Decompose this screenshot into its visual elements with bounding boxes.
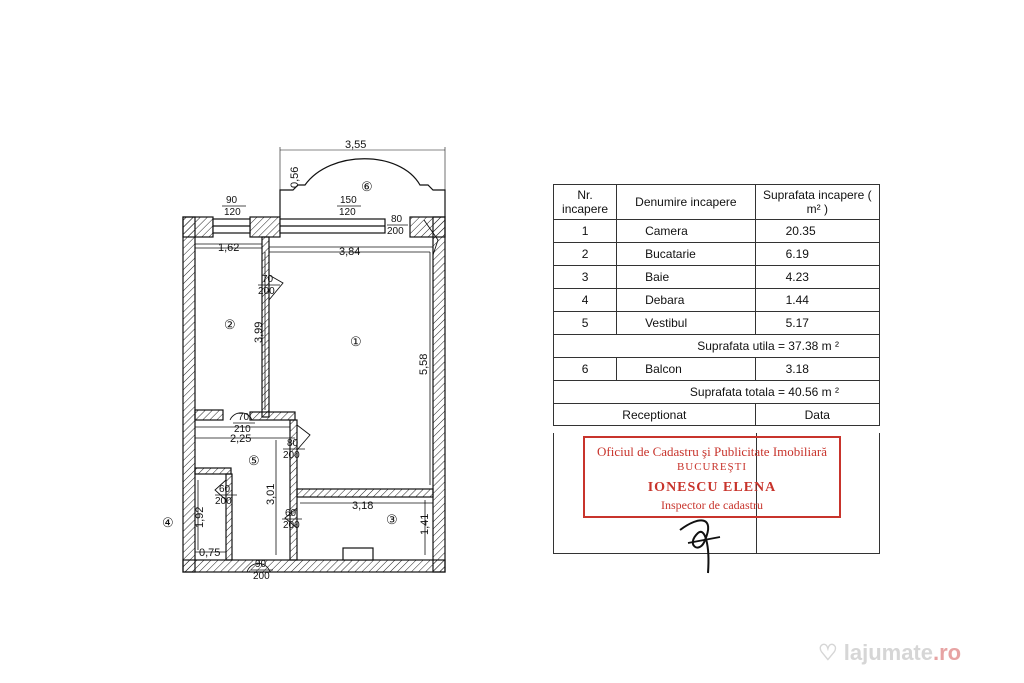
heart-icon: ♡ [818,640,838,665]
useful-area-row: Suprafata utila = 37.38 m ² [553,334,880,358]
balcony-window-h: 120 [339,207,356,218]
row-nr: 1 [552,219,618,243]
row-name: Bucatarie [616,242,756,266]
table-row: 5 Vestibul 5.17 [552,311,881,335]
header-name: Denumire incapere [616,184,756,220]
door-room-w: 70 [238,412,250,423]
room-number-6: ⑥ [361,179,373,194]
door-hall-w: 80 [287,438,299,449]
total-area: Suprafata totala = 40.56 m ² [553,380,880,404]
site-watermark: ♡ lajumate.ro [818,640,961,666]
dim-bath-height: 1,41 [419,514,431,535]
door-bath-w: 60 [285,508,297,519]
room-number-1: ① [350,334,362,349]
cell-divider [756,433,757,553]
header-area: Suprafata incapere ( m² ) [754,184,881,220]
dim-hall-height: 3,01 [265,484,277,505]
dimension-lines [195,247,433,555]
stamp-line-1: Oficiul de Cadastru şi Publicitate Imobi… [597,444,827,459]
table-row: 6 Balcon 3.18 [552,357,881,381]
room-number-2: ② [224,317,236,332]
stamp-line-3: IONESCU ELENA [647,480,777,495]
dim-room1-height: 5,58 [418,354,430,375]
door-storage-w: 60 [219,484,231,495]
door-room-h: 210 [234,424,251,435]
official-stamp: Oficiul de Cadastru şi Publicitate Imobi… [583,436,841,518]
stamp-line-4: Inspector de cadastru [661,498,763,512]
table-row: 3 Baie 4.23 [552,265,881,289]
room-number-5: ⑤ [248,453,260,468]
row-name: Camera [616,219,756,243]
opening-labels: 90 120 150 120 80 200 70 200 70 210 80 2… [215,195,408,582]
table-row: 4 Debara 1.44 [552,288,881,312]
door-kitchen-h: 200 [258,286,275,297]
door-entry-h: 200 [253,571,270,582]
room-number-3: ③ [386,512,398,527]
useful-area: Suprafata utila = 37.38 m ² [553,334,880,358]
dim-storage-width: 0,75 [199,547,220,559]
table-header: Nr. incapere Denumire incapere Suprafata… [552,184,881,220]
door-swings [214,219,439,573]
door-hall-h: 200 [283,450,300,461]
row-area: 3.18 [754,357,881,381]
balcony-window-w: 150 [340,195,357,206]
balcony-door-h: 200 [387,226,404,237]
balcony-door-w: 80 [391,214,403,225]
room-number-4: ④ [162,515,174,530]
table-row: 2 Bucatarie 6.19 [552,242,881,266]
balcony [279,147,446,217]
row-nr: 3 [552,265,618,289]
table-row: 1 Camera 20.35 [552,219,881,243]
watermark-suffix: .ro [933,640,962,665]
row-area: 4.23 [754,265,881,289]
row-nr: 2 [552,242,618,266]
watermark-text: lajumate [843,640,933,665]
dim-room2-height: 3,99 [253,322,265,343]
row-name: Baie [616,265,756,289]
dim-hall-width: 2,25 [230,433,251,445]
data-label: Data [754,403,881,426]
row-nr: 5 [552,311,618,335]
walls [182,216,446,573]
window-left-h: 120 [224,207,241,218]
row-name: Debara [616,288,756,312]
door-entry-w: 90 [255,559,267,570]
header-nr: Nr. incapere [552,184,618,220]
total-area-row: Suprafata totala = 40.56 m ² [553,380,880,404]
dim-room1-width: 3,84 [339,246,360,258]
window-left-w: 90 [226,195,238,206]
area-table: Nr. incapere Denumire incapere Suprafata… [552,184,881,426]
row-area: 1.44 [754,288,881,312]
row-nr: 4 [552,288,618,312]
row-name: Balcon [616,357,756,381]
handwritten-signature [679,519,721,574]
floor-plan: 3,55 0,56 3,84 5,58 1,62 3,99 2,25 3,01 … [162,139,446,582]
row-area: 6.19 [754,242,881,266]
signature-cell [553,433,880,554]
dim-balcony-width: 3,55 [345,139,366,151]
reception-row: Receptionat Data [553,403,881,426]
dim-balcony-depth: 0,56 [289,167,301,188]
door-kitchen-w: 70 [262,274,274,285]
row-name: Vestibul [616,311,756,335]
row-area: 5.17 [754,311,881,335]
stamp-line-2: BUCUREŞTI [676,461,748,473]
dim-bath-width: 3,18 [352,500,373,512]
door-storage-h: 200 [215,496,232,507]
row-nr: 6 [552,357,618,381]
row-area: 20.35 [754,219,881,243]
dim-storage-height: 1,92 [194,507,206,528]
dim-room2-width: 1,62 [218,242,239,254]
receptionat-label: Receptionat [553,403,756,426]
door-bath-h: 200 [283,520,300,531]
